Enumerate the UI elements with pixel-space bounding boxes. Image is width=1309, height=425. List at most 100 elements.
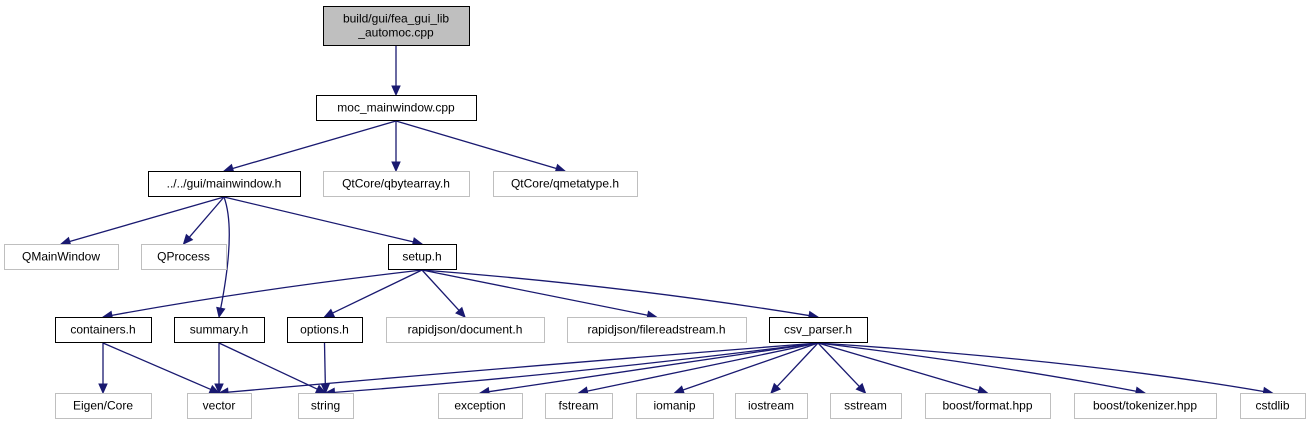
edge-moc-to-qmetatype [395, 120, 567, 173]
graph-node-cstdlib[interactable]: cstdlib [1240, 393, 1306, 419]
node-box [493, 171, 638, 197]
node-box [545, 393, 613, 419]
edge-csv_parser-to-exception [478, 342, 819, 397]
edge-line [817, 342, 860, 387]
node-box [55, 393, 152, 419]
node-label: boost/tokenizer.hpp [1093, 399, 1197, 413]
edge-csv_parser-to-iostream [770, 342, 819, 394]
graph-node-qbytearray[interactable]: QtCore/qbytearray.h [323, 171, 470, 197]
node-label: csv_parser.h [784, 323, 852, 337]
graph-node-csv_parser[interactable]: csv_parser.h [769, 317, 868, 343]
arrowhead [770, 382, 781, 394]
edge-line [421, 269, 460, 311]
edge-setup-to-csv_parser [421, 269, 820, 321]
node-box [323, 171, 470, 197]
edge-csv_parser-to-sstream [817, 342, 867, 394]
node-box [438, 393, 523, 419]
edge-line [223, 196, 414, 243]
graph-node-moc[interactable]: moc_mainwindow.cpp [316, 95, 477, 121]
edge-line [817, 342, 980, 392]
graph-node-iomanip[interactable]: iomanip [636, 393, 714, 419]
node-label: QtCore/qmetatype.h [511, 177, 619, 191]
node-box [636, 393, 714, 419]
node-box [830, 393, 902, 419]
arrowhead [855, 382, 867, 394]
graph-node-fstream[interactable]: fstream [545, 393, 613, 419]
graph-node-containers[interactable]: containers.h [55, 317, 152, 343]
graph-node-iostream[interactable]: iostream [735, 393, 808, 419]
edge-line [421, 269, 810, 317]
graph-node-rj_document[interactable]: rapidjson/document.h [386, 317, 545, 343]
edge-csv_parser-to-cstdlib [817, 342, 1274, 397]
graph-node-boost_format[interactable]: boost/format.hpp [925, 393, 1051, 419]
arrowhead [323, 308, 336, 318]
node-label: _automoc.cpp [357, 26, 434, 40]
edge-summary-to-vector [214, 343, 224, 395]
node-label: iostream [748, 399, 794, 413]
edge-csv_parser-to-boost_format [817, 342, 989, 395]
edge-line [817, 342, 1264, 393]
graph-node-root[interactable]: build/gui/fea_gui_lib_automoc.cpp [323, 6, 470, 46]
node-box [141, 244, 227, 270]
graph-node-qmetatype[interactable]: QtCore/qmetatype.h [493, 171, 638, 197]
arrowhead [391, 161, 401, 173]
node-box [148, 171, 301, 197]
arrowhead [455, 306, 466, 318]
node-box [187, 393, 252, 419]
edge-line [323, 342, 326, 385]
graph-node-eigen[interactable]: Eigen/Core [55, 393, 152, 419]
graph-node-mainwindow[interactable]: ../../gui/mainwindow.h [148, 171, 301, 197]
graph-node-exception[interactable]: exception [438, 393, 523, 419]
node-label: cstdlib [1255, 399, 1289, 413]
edge-line [776, 342, 819, 387]
graph-node-setup[interactable]: setup.h [388, 244, 457, 270]
arrowhead [314, 384, 327, 394]
node-box [298, 393, 354, 419]
graph-node-boost_tokenizer[interactable]: boost/tokenizer.hpp [1074, 393, 1217, 419]
edge-moc-to-qbytearray [391, 121, 401, 173]
graph-node-sstream[interactable]: sstream [830, 393, 902, 419]
node-label: Eigen/Core [73, 399, 133, 413]
edge-line [227, 342, 819, 393]
arrowhead [182, 233, 194, 245]
nodes-layer: build/gui/fea_gui_lib_automoc.cpp moc_mai… [4, 6, 1306, 419]
node-box [388, 244, 457, 270]
edge-moc-to-mainwindow [222, 120, 397, 173]
node-label: containers.h [70, 323, 135, 337]
edge-line [488, 342, 819, 393]
edge-mainwindow-to-qprocess [182, 196, 225, 245]
node-label: sstream [844, 399, 887, 413]
graph-node-qmainwindow[interactable]: QMainWindow [4, 244, 119, 270]
edge-line [111, 269, 423, 317]
node-label: rapidjson/document.h [408, 323, 523, 337]
graph-node-summary[interactable]: summary.h [174, 317, 265, 343]
edge-root-to-moc [391, 46, 401, 97]
edge-line [421, 269, 648, 316]
arrowhead [214, 383, 224, 395]
node-box [1240, 393, 1306, 419]
node-box [925, 393, 1051, 419]
graph-node-vector[interactable]: vector [187, 393, 252, 419]
edge-csv_parser-to-fstream [577, 342, 819, 396]
node-label: QProcess [157, 250, 210, 264]
node-box [323, 6, 470, 46]
graph-node-string[interactable]: string [298, 393, 354, 419]
edge-line [817, 342, 1137, 392]
graph-node-rj_filereadstream[interactable]: rapidjson/filereadstream.h [567, 317, 747, 343]
node-label: summary.h [190, 323, 248, 337]
edge-containers-to-eigen [98, 343, 108, 395]
node-label: string [311, 399, 340, 413]
edge-line [102, 342, 211, 391]
node-label: rapidjson/filereadstream.h [587, 323, 725, 337]
node-label: options.h [300, 323, 349, 337]
edge-mainwindow-to-setup [223, 196, 424, 247]
graph-node-options[interactable]: options.h [287, 317, 363, 343]
edge-line [232, 120, 397, 170]
node-box [567, 317, 747, 343]
graph-node-qprocess[interactable]: QProcess [141, 244, 227, 270]
edge-containers-to-vector [102, 342, 221, 394]
arrowhead [216, 306, 226, 319]
edge-summary-to-string [218, 342, 327, 394]
node-box [386, 317, 545, 343]
